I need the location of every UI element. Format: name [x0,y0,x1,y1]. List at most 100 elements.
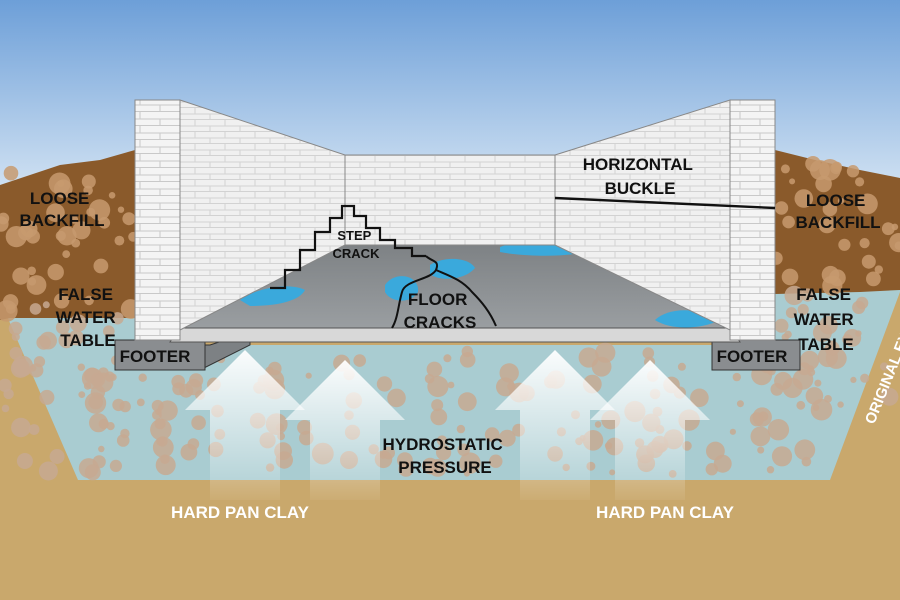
label-hydrostatic-pressure: HYDROSTATIC PRESSURE [383,435,508,477]
puddle [430,258,475,279]
gravel-bubble [767,419,790,441]
gravel-bubble [38,461,58,481]
gravel-bubble [88,199,111,221]
gravel-bubble [353,354,367,367]
gravel-bubble [62,250,71,258]
gravel-bubble [72,221,91,240]
gravel-bubble [431,399,444,412]
label-hard-pan-clay-left: HARD PAN CLAY [171,503,310,522]
gravel-bubble [69,215,79,224]
gravel-bubble [150,418,172,441]
gravel-bubble [12,267,30,285]
horizontal-buckle-line [554,196,776,210]
gravel-bubble [447,381,455,389]
label-footer-left: FOOTER [120,347,191,366]
label-loose-backfill-left: LOOSE BACKFILL [20,189,105,230]
gravel-bubble [846,165,860,178]
gravel-bubble [825,348,833,355]
gravel-bubble [894,241,900,250]
gravel-bubble [122,212,136,226]
gravel-bubble [609,469,616,476]
gravel-bubble [36,335,51,350]
gravel-bubble [815,175,832,193]
gravel-bubble [821,265,840,284]
gravel-bubble [3,165,19,181]
gravel-bubble [9,346,23,360]
gravel-bubble [736,400,744,408]
gravel-bubble [784,285,804,306]
gravel-bubble [84,464,101,481]
gravel-bubble [26,275,47,295]
gravel-bubble [784,330,792,339]
gravel-bubble [78,391,86,398]
gravel-bubble [782,215,795,229]
gravel-bubble [595,342,616,363]
gravel-bubble [398,461,414,477]
gravel-bubble [305,372,312,379]
puddle [385,276,419,301]
gravel-bubble [138,373,147,382]
gravel-bubble [172,382,186,396]
gravel-bubble [860,373,870,383]
gravel-bubble [859,238,870,249]
gravel-bubble [436,435,448,446]
gravel-bubble [421,457,439,475]
left-wall-front [134,99,181,341]
label-step-crack: STEP CRACK [333,228,381,261]
gravel-bubble [109,459,122,472]
gravel-bubble [484,427,500,442]
gravel-bubble [499,363,519,383]
gravel-bubble [16,453,33,469]
gravel-bubble [12,355,34,377]
footer-left-block [114,339,206,371]
gravel-bubble [812,404,820,411]
gravel-bubble [861,254,876,269]
gravel-bubble [84,295,94,306]
gravel-bubble [797,304,809,316]
gravel-bubble [819,159,841,181]
gravel-bubble [81,174,96,189]
gravel-bubble [866,271,881,287]
floor-crack-line [435,269,497,327]
label-hard-pan-clay-right: HARD PAN CLAY [596,503,735,522]
gravel-bubble [801,456,812,467]
gravel-bubble [1,404,10,413]
gravel-bubble [766,466,775,474]
gravel-bubble [54,179,73,199]
gravel-bubble [780,164,790,174]
gravel-bubble [461,345,473,358]
back-wall [344,154,556,246]
gravel-bubble [457,392,477,412]
gravel-bubble [729,428,737,435]
gravel-bubble [20,220,38,238]
gravel-bubble [880,387,899,406]
gravel-bubble [794,189,814,208]
gravel-bubble [677,362,686,371]
gravel-bubble [39,389,55,405]
gravel-bubble [157,400,178,421]
gravel-bubble [387,388,406,408]
gravel-bubble [114,235,125,246]
gravel-bubble [771,446,793,467]
gravel-bubble [68,330,84,346]
gravel-bubble [119,400,131,413]
gravel-bubble [0,216,9,232]
gravel-bubble [837,197,845,205]
gravel-bubble [5,304,16,314]
right-wall-front [729,99,776,341]
gravel-bubble [268,361,282,376]
gravel-bubble [456,424,466,434]
gravel-bubble [191,415,206,431]
label-false-water-table-right: FALSE WATER TABLE [794,285,859,354]
gravel-bubble [93,372,114,393]
gravel-bubble [781,268,799,286]
gravel-bubble [880,362,889,371]
label-floor-cracks: FLOOR CRACKS [404,290,477,332]
gravel-bubble [111,312,124,325]
pressure-arrow-2 [285,360,405,500]
gravel-bubble [117,206,125,213]
gravel-bubble [794,439,816,461]
gravel-bubble [0,378,12,392]
gravel-bubble [507,382,516,391]
